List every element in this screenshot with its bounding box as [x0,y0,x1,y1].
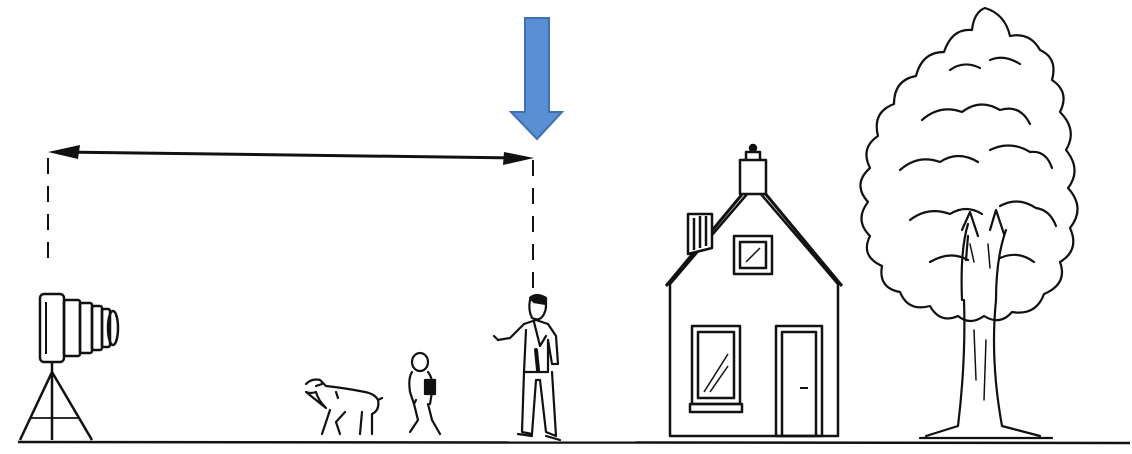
double-headed-arrow-icon [47,145,534,295]
house-icon [664,143,844,438]
dog-icon [304,378,384,436]
bellows-camera-on-tripod-icon [18,292,120,441]
down-arrow-icon [508,17,565,141]
standing-man-icon [492,293,562,442]
ground-line [17,440,1131,445]
child-icon [408,351,442,436]
tree-icon [859,6,1079,440]
